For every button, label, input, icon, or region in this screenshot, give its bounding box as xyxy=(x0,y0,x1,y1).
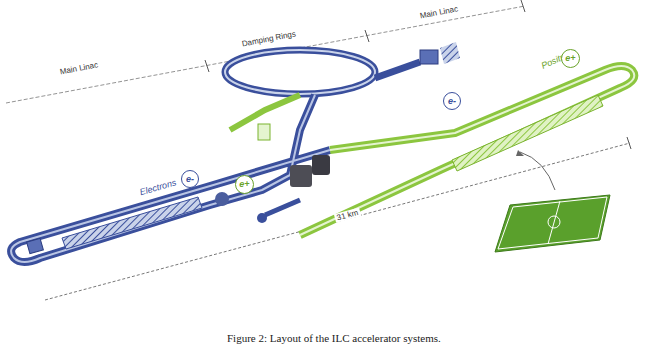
beam-circle: e+ xyxy=(235,175,254,194)
beam-circle: e- xyxy=(181,170,199,188)
section-label: Damping Rings xyxy=(239,29,298,49)
section-label: Main Linac xyxy=(57,60,101,77)
particle-symbol: e- xyxy=(186,175,194,184)
particle-symbol: e+ xyxy=(565,54,575,63)
beam-circle: e- xyxy=(443,92,461,110)
beam-circle: e+ xyxy=(561,49,580,68)
particle-symbol: e- xyxy=(448,97,456,106)
dimension-label: 31 km xyxy=(334,207,361,222)
particle-symbol: e+ xyxy=(239,180,249,189)
figure-caption: Figure 2: Layout of the ILC accelerator … xyxy=(227,332,441,344)
section-label: Main Linac xyxy=(417,4,461,21)
